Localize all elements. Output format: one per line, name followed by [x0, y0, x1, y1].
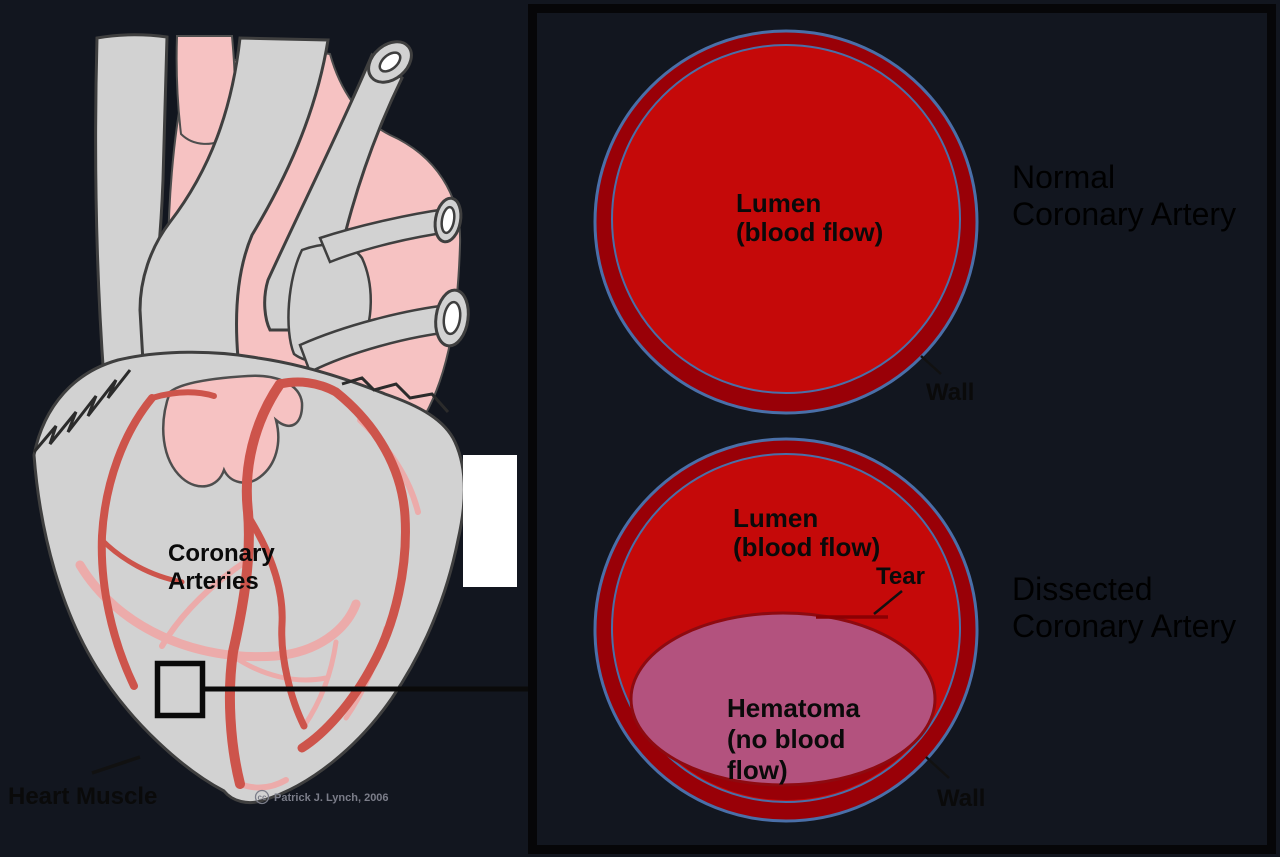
coronary-artery-branch	[244, 512, 308, 730]
artery-cross-section-panel: Lumen (blood flow) Wall Normal Coronary …	[528, 4, 1276, 854]
normal-lumen-label-line2: (blood flow)	[736, 217, 883, 247]
tear-label: Tear	[876, 563, 925, 590]
dissected-title-line2: Coronary Artery	[1012, 608, 1236, 644]
coronary-artery-right	[297, 387, 410, 753]
attribution: cc Patrick J. Lynch, 2006	[254, 789, 389, 805]
attribution-text: Patrick J. Lynch, 2006	[274, 792, 389, 804]
coronary-artery-branch	[230, 653, 329, 683]
cc-license-icon-text: cc	[258, 793, 267, 802]
coronary-artery-branch	[149, 389, 217, 401]
cc-license-icon	[254, 789, 270, 805]
heart-muscle-label: Heart Muscle	[8, 783, 157, 810]
coronary-artery-branch	[275, 377, 341, 397]
dissected-title-line1: Dissected	[1012, 571, 1153, 607]
coronary-artery-circumflex	[97, 394, 156, 690]
dissected-lumen-label-line2: (blood flow)	[733, 532, 880, 562]
hematoma	[629, 611, 937, 787]
dissected-artery-figure: Lumen (blood flow) Tear Hematoma (no blo…	[593, 437, 1236, 823]
jagged-edge-left	[32, 369, 132, 453]
normal-wall-pointer-line	[920, 355, 942, 375]
coronary-arteries-label-line2: Arteries	[168, 568, 259, 595]
normal-artery-lumen	[611, 44, 961, 394]
heart-muscle-pointer-line	[91, 755, 141, 775]
heart-illustration: Coronary Arteries Heart Muscle cc Patric…	[8, 33, 532, 810]
coronary-artery-branch	[99, 537, 185, 585]
coronary-artery-branch	[75, 560, 361, 662]
coronary-artery-branch	[159, 557, 251, 649]
normal-title-line2: Coronary Artery	[1012, 196, 1236, 232]
tear-pointer-line	[873, 590, 903, 615]
normal-lumen-label-line1: Lumen	[736, 188, 821, 218]
dissected-wall-label: Wall	[937, 785, 985, 812]
coronary-artery-branch	[301, 639, 339, 729]
vessel-opening-top	[367, 40, 413, 84]
vessel-opening-right-small	[433, 196, 463, 244]
normal-wall-label: Wall	[926, 379, 974, 406]
jagged-edge-right	[341, 376, 450, 413]
coronary-arteries	[97, 377, 410, 789]
callout-rectangle	[463, 455, 517, 587]
dissected-lumen-label-line1: Lumen	[733, 503, 818, 533]
vessel-opening-right-large	[434, 288, 470, 348]
panel-frame	[528, 4, 1276, 854]
coronary-arteries-label-line1: Coronary	[168, 540, 275, 567]
zoom-region-box	[154, 660, 206, 719]
normal-artery-figure: Lumen (blood flow) Wall Normal Coronary …	[593, 29, 1236, 415]
coronary-artery-main	[224, 379, 285, 789]
dissected-wall-pointer-line	[925, 756, 950, 779]
hematoma-label-line2: (no blood	[727, 724, 845, 754]
hematoma-label-line1: Hematoma	[727, 693, 860, 723]
hematoma-label-line3: flow)	[727, 755, 788, 785]
normal-title-line1: Normal	[1012, 159, 1115, 195]
